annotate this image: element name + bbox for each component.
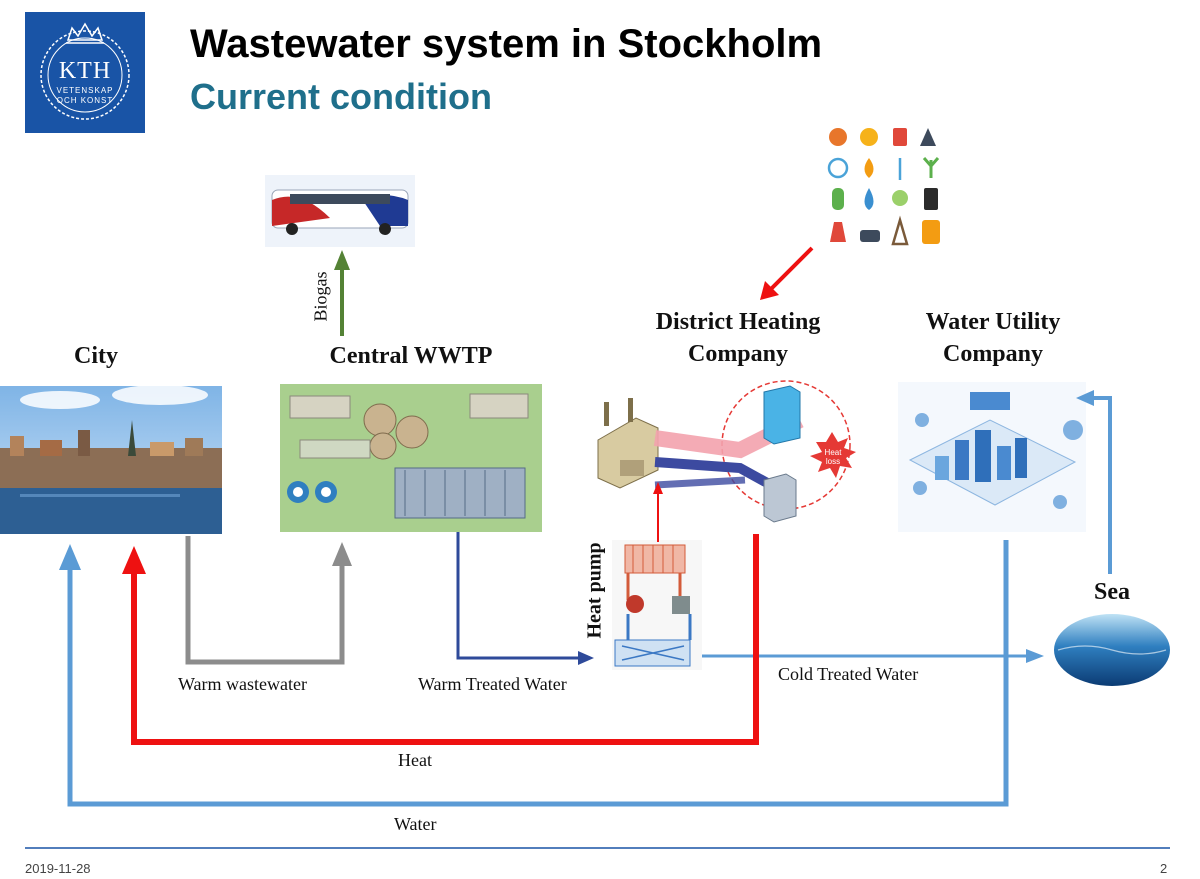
warm-wastewater-label: Warm wastewater — [178, 674, 307, 694]
sea-label: Sea — [1094, 579, 1130, 605]
cold-treated-water-label: Cold Treated Water — [778, 664, 919, 684]
page-title: Wastewater system in Stockholm — [190, 22, 823, 66]
logo-line2-text: OCH KONST — [56, 96, 114, 105]
city-picture — [0, 385, 222, 534]
heat-pump-picture — [612, 540, 702, 670]
district-heating-picture: Heat loss — [597, 380, 856, 523]
heat-pump-label: Heat pump — [583, 542, 606, 639]
heat-label: Heat — [398, 750, 432, 770]
district-heating-label-line2: Company — [687, 341, 789, 367]
logo-line1-text: VETENSKAP — [56, 86, 114, 95]
wwtp-label: Central WWTP — [329, 343, 493, 369]
heat-loss-label-1: Heat — [825, 448, 843, 457]
water-utility-label-line1: Water Utility — [925, 309, 1061, 335]
water-utility-label: Water Utility Company — [888, 306, 1098, 370]
wwtp-picture — [280, 384, 542, 532]
sea-picture — [1054, 614, 1170, 686]
water-utility-picture — [898, 382, 1086, 532]
warm-treated-water-label: Warm Treated Water — [418, 674, 567, 694]
district-heating-label-line1: District Heating — [655, 309, 821, 335]
heat-loss-label-2: loss — [826, 457, 840, 466]
page-number: 2 — [1160, 861, 1168, 876]
city-label: City — [74, 343, 118, 369]
district-heating-label: District Heating Company — [628, 306, 848, 370]
slide-date: 2019-11-28 — [25, 861, 91, 876]
page-subtitle: Current condition — [190, 76, 492, 117]
water-label: Water — [394, 814, 437, 834]
water-utility-label-line2: Company — [942, 341, 1044, 367]
energy-sources-icons — [827, 128, 940, 246]
logo-main-text: KTH — [58, 58, 112, 84]
bus-picture — [265, 175, 415, 247]
biogas-label: Biogas — [310, 271, 331, 322]
